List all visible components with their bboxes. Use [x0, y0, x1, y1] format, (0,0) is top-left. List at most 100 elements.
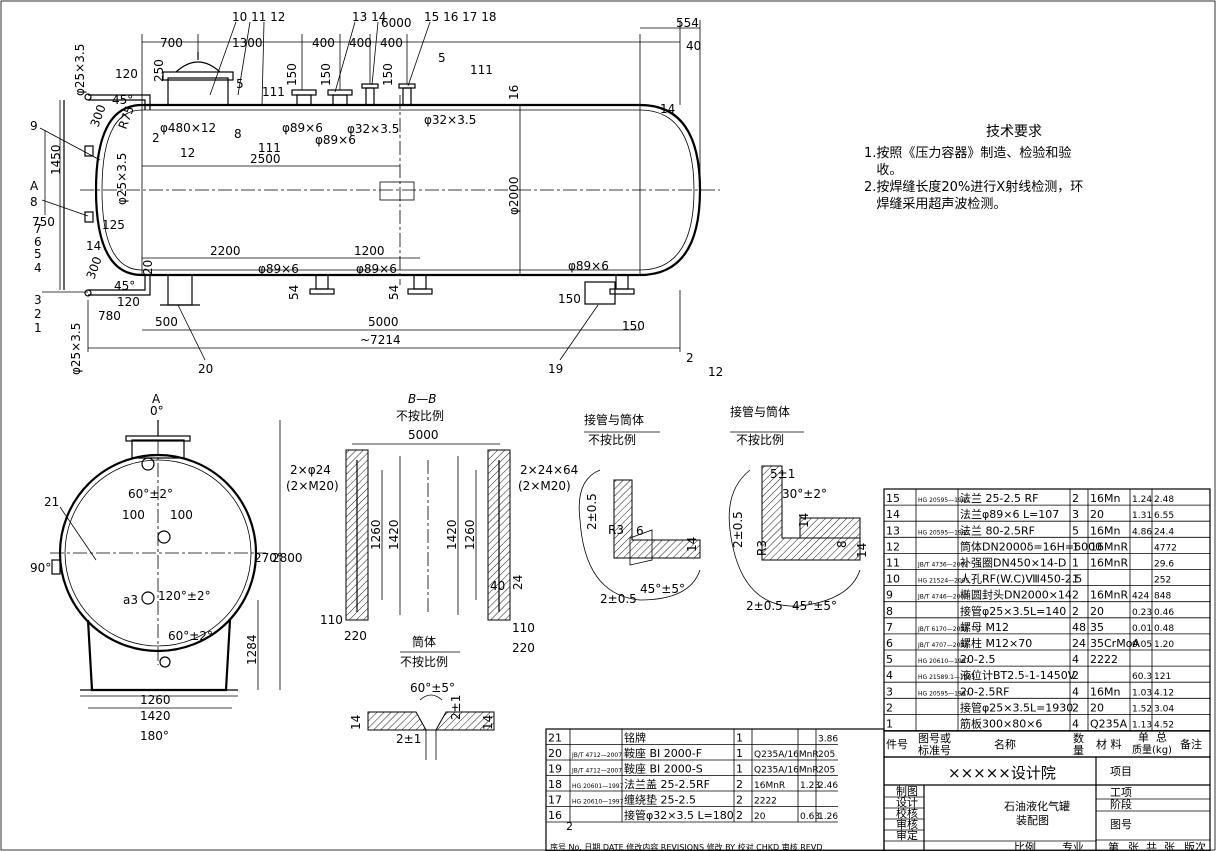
hdr-unit: 单	[1138, 731, 1149, 744]
parts-left-cell: 18	[548, 778, 562, 791]
parts-right-cell: 121	[1154, 672, 1171, 682]
dim-5000: 5000	[368, 315, 399, 329]
section-bb-m20-right: (2×M20)	[518, 479, 571, 493]
dim-400-c: 400	[380, 36, 403, 50]
parts-right-cell: 2	[1072, 605, 1079, 618]
parts-left-cell: Q235A/16MnR	[754, 766, 819, 776]
parts-left-cell: 鞍座 BI 2000-F	[624, 746, 702, 760]
detail2-8: 8	[835, 540, 849, 548]
section-bb-40: 40	[490, 579, 505, 593]
parts-right-cell: 9	[886, 589, 893, 602]
section-bb-5000: 5000	[408, 428, 439, 442]
bottom-scale: 比例	[1014, 840, 1036, 851]
detail1-gap-top: 2±0.5	[585, 493, 599, 530]
parts-right-cell: HG 20595—1997	[918, 497, 970, 504]
callout-3: 3	[34, 293, 42, 307]
dim-1450: 1450	[49, 144, 63, 175]
label-phi89-bottom-b: φ89×6	[356, 262, 397, 276]
parts-right-cell: 20-2.5	[960, 653, 995, 666]
parts-right-cell: 补强圈DN450×14-D	[960, 557, 1066, 570]
parts-right-cell: 24	[1072, 637, 1086, 650]
parts-right-cell: 0.23	[1132, 608, 1152, 618]
parts-left-cell: 2	[736, 794, 743, 807]
technical-requirements: 技术要求 1.按照《压力容器》制造、检验和验 收。 2.按焊缝长度20%进行X射…	[864, 124, 1134, 213]
parts-left-cell: 205	[818, 766, 835, 776]
parts-right-cell: 8	[886, 605, 893, 618]
side-callout-21: 21	[44, 495, 59, 509]
side-angle-60-bottom: 60°±2°	[168, 629, 213, 643]
parts-right-cell: 1	[1072, 540, 1079, 553]
parts-left-cell: HG 20610—1997	[572, 799, 624, 806]
parts-right-cell: HG 20595—1997	[918, 690, 970, 697]
weld-111-a: 111	[262, 85, 285, 99]
parts-right-cell: 4.52	[1154, 721, 1174, 731]
dim-120-top: 120	[115, 67, 138, 81]
label-phi25-mid: φ25×3.5	[115, 153, 129, 205]
parts-right-cell: 11	[886, 557, 900, 570]
parts-right-cell: HG 21524—2005	[918, 578, 970, 585]
hdr-qty-1: 数	[1073, 732, 1084, 745]
side-label-180deg: 180°	[140, 729, 169, 743]
detail2-14-a: 14	[797, 513, 811, 528]
parts-right-cell: 4	[1072, 653, 1079, 666]
callout-8: 8	[30, 195, 38, 209]
parts-right-cell: 4	[1072, 685, 1079, 698]
parts-right-cell: 6	[886, 637, 893, 650]
parts-right-cell: HG 20610—1997	[918, 658, 970, 665]
parts-left-cell: HG 20601—1997	[572, 783, 624, 790]
parts-right-cell: 1	[886, 718, 893, 731]
parts-left-cell: 法兰盖 25-2.5RF	[624, 777, 710, 791]
dim-400-b: 400	[349, 36, 372, 50]
parts-left-cell: 0.63	[800, 812, 820, 822]
detail3-14-a: 14	[349, 715, 363, 730]
dim-150-saddle: 150	[558, 292, 581, 306]
dim-500: 500	[155, 315, 178, 329]
parts-right-cell: 1.03	[1132, 688, 1152, 698]
dim-300-bottom: 300	[84, 255, 105, 281]
parts-right-cell: 3.04	[1154, 704, 1174, 714]
title-block: ×××××设计院 制图 设计 校核 审核 审定 石油液化气罐 装配图 项目 工项…	[883, 756, 1211, 851]
dim-16: 16	[507, 85, 521, 100]
dim-54-a: 54	[287, 285, 301, 300]
detail1-gap-bottom: 2±0.5	[600, 592, 637, 606]
role-draw: 制图	[896, 785, 918, 798]
section-bb-220-b: 220	[512, 641, 535, 655]
parts-left-cell: 2	[736, 778, 743, 791]
callout-13-14: 13 14	[352, 10, 386, 24]
parts-right-cell: 0.05	[1132, 640, 1152, 650]
section-bb-220-a: 220	[344, 629, 367, 643]
weld-12-a: 12	[180, 146, 195, 160]
side-dim-1420: 1420	[140, 709, 171, 723]
parts-right-cell: 24.4	[1154, 527, 1174, 537]
hdr-total: 总	[1156, 730, 1167, 744]
dim-2500: 2500	[250, 152, 281, 166]
technical-requirement-line: 2.按焊缝长度20%进行X射线检测，环	[864, 180, 1084, 195]
technical-requirement-line: 1.按照《压力容器》制造、检验和验	[864, 146, 1072, 161]
parts-left-cell: 205	[818, 750, 835, 760]
callout-leaders	[39, 21, 599, 361]
parts-right-cell: 0.46	[1154, 608, 1174, 618]
side-label-0deg: 0°	[150, 404, 164, 418]
parts-right-cell: 424	[1132, 592, 1149, 602]
detail1-title: 接管与筒体	[584, 412, 644, 427]
technical-requirements-title: 技术要求	[986, 124, 1042, 140]
parts-right-cell: 0.01	[1132, 624, 1152, 634]
callout-2: 2	[34, 307, 42, 321]
parts-right-cell: 12	[886, 540, 900, 553]
parts-left-cell: 20	[754, 812, 766, 822]
parts-right-cell: 法兰φ89×6 L=107	[960, 507, 1059, 521]
dim-125: 125	[102, 218, 125, 232]
weld-2-a: 2	[152, 131, 160, 145]
parts-right-cell: 20-2.5RF	[960, 685, 1009, 698]
section-bb: B—B 不按比例 5000 2×φ24 (2×M20) 2×24×64 (2×M…	[286, 392, 578, 655]
parts-right-cell: HG 21589.1—1995	[918, 674, 975, 681]
section-bb-slot-right: 2×24×64	[520, 463, 578, 477]
company-name: ×××××设计院	[948, 764, 1056, 782]
dim-700: 700	[160, 36, 183, 50]
detail1-14: 14	[685, 537, 699, 552]
detail1-6: 6	[636, 524, 644, 538]
hdr-remark: 备注	[1180, 737, 1202, 751]
